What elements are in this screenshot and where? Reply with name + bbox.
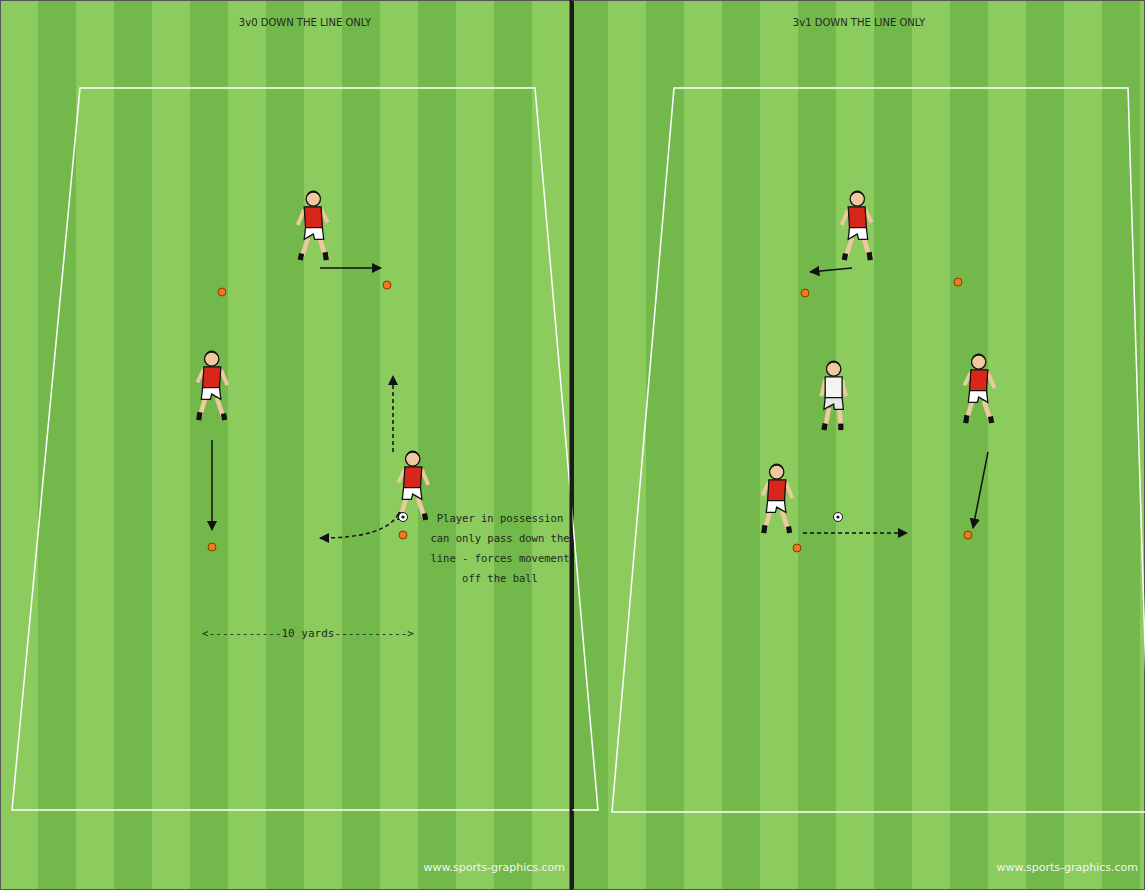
attacker-player xyxy=(398,451,428,521)
cone xyxy=(964,531,972,539)
cone xyxy=(399,531,407,539)
panel-divider xyxy=(570,0,573,890)
drill-title: 3v1 DOWN THE LINE ONLY xyxy=(704,16,1014,29)
cone xyxy=(208,543,216,551)
pitch-outline xyxy=(12,88,598,810)
dimension-label: <-----------10 yards-----------> xyxy=(190,627,426,641)
panel-divider xyxy=(571,0,574,890)
drill-title: 3v0 DOWN THE LINE ONLY xyxy=(150,16,460,29)
ball xyxy=(399,513,408,522)
movement-arrow xyxy=(211,440,213,530)
movement-arrow xyxy=(392,376,394,452)
pitch-ground xyxy=(574,0,1145,890)
cone xyxy=(793,544,801,552)
watermark: www.sports-graphics.com xyxy=(950,861,1138,875)
attacker-player xyxy=(842,191,872,261)
movement-arrow xyxy=(973,452,988,528)
cone xyxy=(218,288,226,296)
pass-arrow xyxy=(803,532,907,534)
pitch-ground xyxy=(0,0,571,890)
cone xyxy=(383,281,391,289)
watermark: www.sports-graphics.com xyxy=(380,861,565,875)
movement-arrow xyxy=(810,268,852,272)
ball xyxy=(834,513,843,522)
movement-arrow xyxy=(320,267,381,269)
attacker-player xyxy=(298,191,328,261)
cone xyxy=(954,278,962,286)
attacker-player xyxy=(964,354,994,424)
pitch-outline xyxy=(612,88,1145,812)
attacker-player xyxy=(762,464,792,534)
coaching-note: Player in possession can only pass down … xyxy=(430,508,570,588)
attacker-player xyxy=(197,351,227,421)
pass-arrow xyxy=(320,514,398,538)
cone xyxy=(801,289,809,297)
defender-player xyxy=(821,361,846,431)
